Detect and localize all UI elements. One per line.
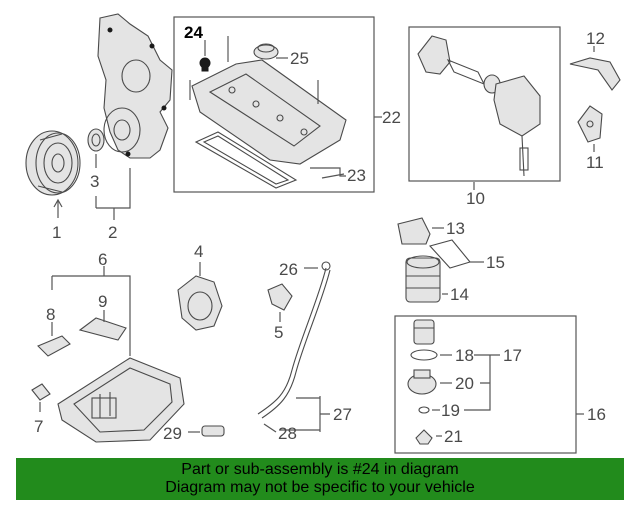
- valve-cover: [191, 59, 347, 165]
- callout-21[interactable]: 21: [444, 427, 463, 446]
- dipstick: [257, 261, 331, 419]
- callout-11[interactable]: 11: [586, 153, 604, 172]
- callout-18[interactable]: 18: [455, 346, 474, 365]
- callout-24[interactable]: 24: [184, 23, 203, 42]
- banner-line-1: Part or sub-assembly is #24 in diagram: [181, 461, 459, 478]
- oil-filler-cap: [253, 43, 279, 60]
- callout-25[interactable]: 25: [290, 49, 309, 68]
- baffle-8: [37, 335, 71, 357]
- oil-pump: [417, 35, 541, 177]
- plug-29: [201, 425, 225, 437]
- oil-filter-element: [413, 319, 435, 345]
- callout-3[interactable]: 3: [90, 172, 99, 191]
- bracket-12: [569, 57, 621, 91]
- baffle-9: [78, 317, 127, 341]
- oil-cooler: [405, 255, 441, 303]
- oil-filter-group-box: [394, 315, 577, 454]
- o-ring-18: [410, 349, 438, 361]
- sensor-7: [31, 383, 51, 401]
- info-banner: Part or sub-assembly is #24 in diagram D…: [16, 458, 624, 500]
- o-ring-19: [418, 406, 430, 414]
- oil-pan: [57, 357, 185, 443]
- rear-seal-housing: [177, 275, 223, 331]
- callout-17[interactable]: 17: [503, 346, 522, 365]
- valve-cover-gasket: [194, 131, 298, 189]
- oil-pump-group-box: [408, 26, 561, 182]
- callout-6[interactable]: 6: [98, 250, 107, 269]
- valve-cover-group-box: [173, 16, 375, 193]
- callout-28[interactable]: 28: [278, 424, 297, 443]
- timing-cover: [97, 13, 173, 159]
- callout-13[interactable]: 13: [446, 219, 465, 238]
- callout-4[interactable]: 4: [194, 242, 203, 261]
- callout-10[interactable]: 10: [466, 189, 485, 208]
- callout-1[interactable]: 1: [52, 223, 61, 242]
- callout-29[interactable]: 29: [163, 424, 182, 443]
- drain-plug-21: [415, 429, 433, 445]
- callout-22[interactable]: 22: [382, 108, 401, 127]
- callout-12[interactable]: 12: [586, 29, 605, 48]
- bracket-11: [577, 105, 603, 143]
- banner-line-2: Diagram may not be specific to your vehi…: [165, 479, 475, 496]
- filter-cap-20: [407, 369, 437, 395]
- callout-16[interactable]: 16: [587, 405, 606, 424]
- callout-9[interactable]: 9: [98, 292, 107, 311]
- crankshaft-pulley: [25, 130, 81, 196]
- part-24-grommet[interactable]: [199, 57, 211, 72]
- callout-20[interactable]: 20: [455, 374, 474, 393]
- callout-19[interactable]: 19: [441, 401, 460, 420]
- callout-27[interactable]: 27: [333, 405, 352, 424]
- oil-filter-adapter: [397, 217, 431, 245]
- front-seal: [87, 128, 105, 152]
- bracket-5: [267, 283, 293, 311]
- callout-8[interactable]: 8: [46, 305, 55, 324]
- callout-14[interactable]: 14: [450, 285, 469, 304]
- callout-7[interactable]: 7: [34, 417, 43, 436]
- callout-5[interactable]: 5: [274, 323, 283, 342]
- valve-cover-bolts: [189, 36, 319, 104]
- callout-2[interactable]: 2: [108, 223, 117, 242]
- callout-23[interactable]: 23: [347, 166, 366, 185]
- callout-26[interactable]: 26: [279, 260, 298, 279]
- callout-15[interactable]: 15: [486, 253, 505, 272]
